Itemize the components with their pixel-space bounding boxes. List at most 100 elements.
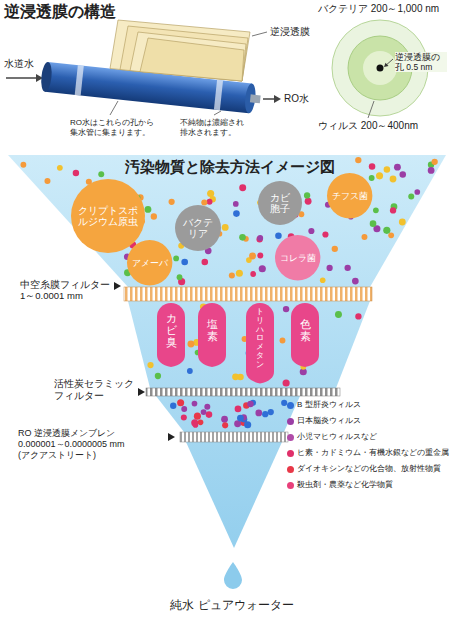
label: 不純物は濃縮され 排水されます。 [180, 118, 244, 137]
node-text: カビ臭 [166, 312, 177, 348]
particle-dot [352, 278, 359, 285]
particle-dot [335, 311, 342, 318]
particle-dot [332, 246, 338, 252]
label: 中空糸膜フィルター 1～0.0001 mm [20, 279, 110, 301]
label-box: RO 逆浸透膜メンブレン 0.000001～0.0000005 mm (アクアス… [18, 428, 130, 460]
label: バクテリア 200～1,000 nm [318, 3, 439, 14]
particle-dot [361, 234, 367, 240]
particle-dot [355, 157, 361, 163]
particle-dot [326, 265, 332, 271]
legend-text: 日本脳炎ウィルス [297, 416, 361, 426]
node-text: クリプトスポルジウム原虫 [77, 205, 139, 228]
label-box: 逆浸透膜の孔 0.5 nm [395, 52, 447, 72]
particles [20, 157, 437, 428]
flow-arrow [6, 77, 37, 79]
leader-line [214, 111, 221, 115]
particle-dot [233, 210, 240, 217]
substance-drop: 色素 [291, 303, 319, 367]
label-box: RO水 [284, 93, 309, 105]
particle-dot [155, 373, 161, 379]
particle-dot [376, 172, 383, 179]
substance-drop: 塩素 [198, 303, 226, 367]
legend-row: 日本脳炎ウィルス [287, 416, 449, 426]
legend-row: ダイオキシンなどの化合物、放射性物質 [287, 464, 449, 474]
organism-circle: カビ胞子 [258, 181, 302, 225]
carbon-filter [146, 388, 340, 396]
circle-outline [327, 173, 372, 218]
particle-dot [181, 406, 187, 412]
funnel-section [8, 155, 446, 287]
particle-dot [305, 198, 312, 205]
particle-dot [322, 231, 328, 237]
label-box: 不純物は濃縮され 排水されます。 [180, 118, 250, 137]
particle-dot [20, 162, 26, 168]
particle-dot [177, 274, 183, 280]
particle-dot [431, 159, 437, 165]
particle-dot [390, 176, 397, 183]
label: 水道水 [4, 58, 34, 69]
drop-outline [157, 303, 185, 367]
node-text: 塩素 [207, 318, 218, 342]
water-drop [224, 548, 242, 589]
particle-dot [428, 167, 435, 174]
substance-drop: トリハロメタン [246, 303, 274, 384]
funnel-section [156, 396, 300, 432]
particle-dot [414, 189, 420, 195]
particle-dot [207, 190, 214, 197]
substance-drop: カビ臭 [157, 303, 185, 367]
hollow-fiber-filter [124, 287, 372, 301]
label-box: 逆浸透膜 [270, 26, 310, 38]
particle-dot [257, 253, 263, 259]
particle-dot [268, 409, 274, 415]
circle-outline [127, 240, 172, 285]
drop-outline [246, 303, 274, 384]
label: 逆浸透膜 [270, 26, 310, 37]
membrane-sheet [120, 26, 248, 81]
particle-dot [170, 403, 176, 409]
cartridge-band [214, 80, 223, 110]
label-box: 中空糸膜フィルター 1～0.0001 mm [20, 279, 112, 302]
particle-dot [198, 420, 204, 426]
label-box: RO水はこれらの孔から 集水管に集まります。 [70, 118, 158, 137]
particle-dot [206, 411, 213, 418]
membrane-sheet [140, 38, 244, 81]
particle-dot [388, 232, 394, 238]
particle-dot [201, 409, 207, 415]
particle-dot [399, 219, 406, 226]
organism-circle: バクテリア [175, 205, 221, 251]
circle-outline [175, 205, 221, 251]
organism-circle: コレラ菌 [275, 235, 320, 280]
legend-row: 殺虫剤・農薬など化学物質 [287, 480, 449, 490]
node-text: バクテリア [182, 217, 214, 240]
ro-membrane [180, 432, 288, 442]
particle-dot [173, 256, 179, 262]
particle-dot [44, 178, 50, 184]
label-box: 活性炭セラミック フィルター [54, 378, 136, 402]
label: ウィルス 200～400nm [318, 120, 418, 131]
particle-dot [262, 411, 268, 417]
pointer-triangle [114, 282, 121, 290]
particle-dot [283, 379, 290, 386]
nozzle [250, 94, 261, 103]
pointer-triangle [138, 388, 145, 396]
label-box: ウィルス 200～400nm [318, 120, 418, 132]
cartridge-band [75, 65, 84, 95]
particle-dot [207, 199, 213, 205]
particle-dot [370, 220, 377, 227]
circle-outline [275, 235, 320, 280]
particle-dot [255, 410, 262, 417]
circle-outline [71, 179, 145, 253]
arrow-head [384, 63, 389, 67]
particle-dot [237, 415, 244, 422]
particle-dot [201, 199, 207, 205]
particle-dot [239, 234, 246, 241]
particle-dot [344, 265, 350, 271]
leader-line [386, 59, 393, 65]
particle-dot [247, 401, 253, 407]
particle-dot [369, 175, 375, 181]
particle-dot [275, 232, 282, 239]
particle-dot [181, 259, 188, 266]
label: RO 逆浸透膜メンブレン 0.000001～0.0000005 mm (アクアス… [18, 428, 125, 460]
circle-outline [258, 181, 302, 225]
label: RO水はこれらの孔から 集水管に集まります。 [70, 118, 154, 137]
